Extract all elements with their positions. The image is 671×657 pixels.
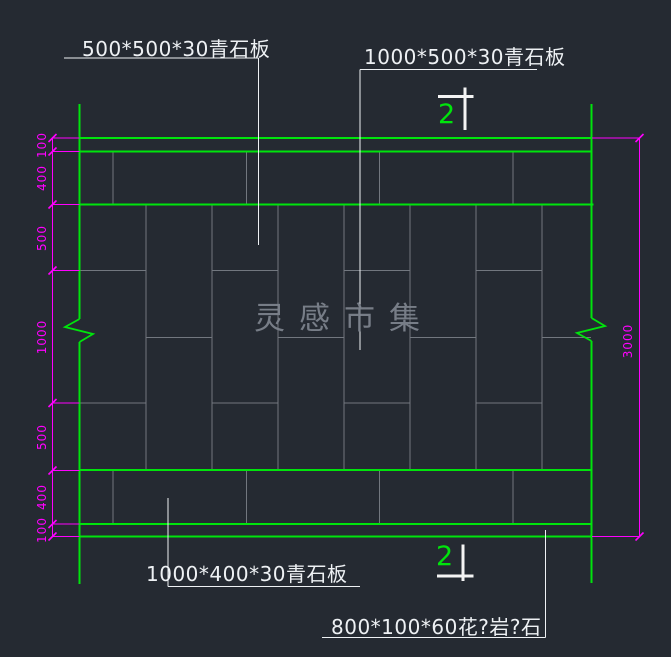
dim-left-100-bot: 100 [35,517,49,543]
section-cut-lines [437,87,474,581]
dim-left-500-bot: 500 [35,424,49,450]
plan-outline-green [78,104,594,584]
break-symbol-left-icon [62,318,96,343]
dim-left-400-bot: 400 [35,484,49,510]
stone-joint-lines [80,152,591,524]
break-symbol-right-icon [574,317,608,342]
watermark-text: 灵感市集 [254,301,434,337]
leader-lines [64,57,547,639]
label-stone-1000x500: 1000*500*30青石板 [364,45,566,69]
section-mark-top-number: 2 [438,99,456,130]
dim-right-overall: 3000 [621,323,635,359]
label-kerb-800x100: 800*100*60花?岩?石 [331,615,542,639]
label-stone-1000x400: 1000*400*30青石板 [146,562,348,586]
dim-left-100-top: 100 [35,132,49,158]
dim-left-500-top: 500 [35,224,49,251]
label-stone-500x500: 500*500*30青石板 [82,37,271,61]
break-symbol-icons [62,317,608,343]
section-mark-bottom-number: 2 [436,541,454,572]
dim-left-400-top: 400 [35,165,49,191]
dim-left-1000: 1000 [35,319,49,355]
dimension-tick-marks [47,133,645,542]
